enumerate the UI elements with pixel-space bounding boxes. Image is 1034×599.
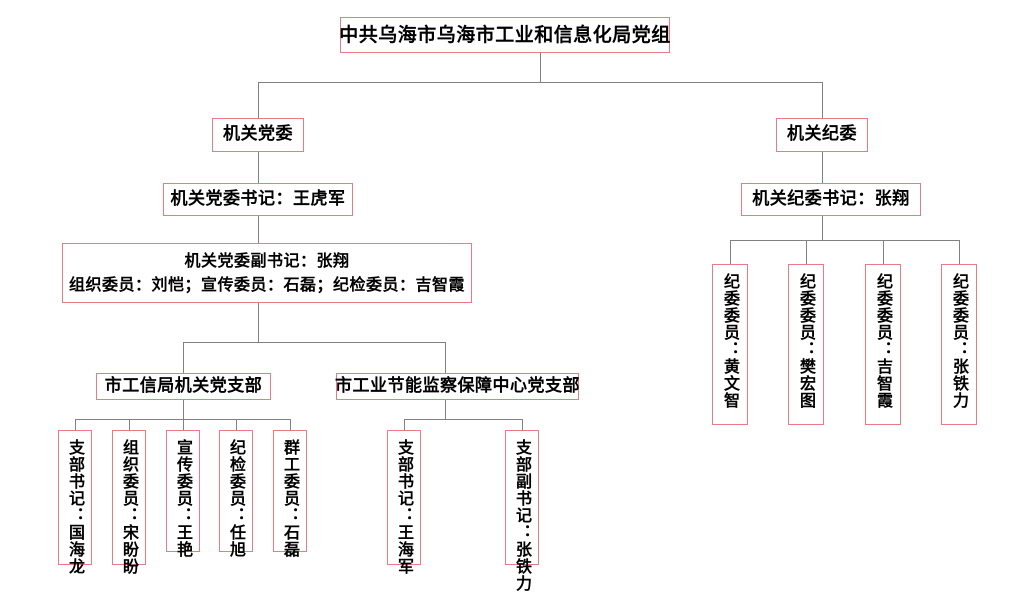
node-jieneng-member-2-label: 支部副书记：张铁力	[513, 439, 532, 592]
node-branch-jieneng[interactable]: 市工业节能监察保障中心党支部	[335, 373, 580, 400]
node-discipline-member-2[interactable]: 纪委委员：樊宏图	[788, 264, 824, 425]
node-party-secretary[interactable]: 机关党委书记：王虎军	[163, 183, 353, 216]
connector-discipline-child-3	[883, 240, 884, 264]
node-gongxin-member-1[interactable]: 支部书记：国海龙	[58, 430, 92, 575]
node-gongxin-member-2[interactable]: 组织委员：宋盼盼	[112, 430, 146, 575]
node-root-label: 中共乌海市乌海市工业和信息化局党组	[339, 23, 671, 46]
node-discipline-member-3-label: 纪委委员：吉智霞	[874, 273, 893, 409]
connector-discipline-committee-to-secretary	[822, 152, 823, 183]
connector-gongxin-child-2	[129, 419, 130, 430]
node-gongxin-member-5[interactable]: 群工委员：石磊	[273, 430, 307, 558]
connector-deputy-block-stem	[258, 303, 259, 342]
node-discipline-member-1[interactable]: 纪委委员：黄文智	[712, 264, 748, 425]
connector-secretary-to-deputy-block	[258, 216, 259, 243]
node-deputy-block[interactable]: 机关党委副书记：张翔 组织委员：刘恺；宣传委员：石磊；纪检委员：吉智霞	[62, 243, 472, 303]
connector-branch-bar	[183, 342, 445, 343]
node-branch-gongxin[interactable]: 市工信局机关党支部	[96, 373, 271, 400]
connector-root-bar	[258, 82, 823, 83]
node-party-committee[interactable]: 机关党委	[212, 118, 304, 152]
node-discipline-member-2-label: 纪委委员：樊宏图	[797, 273, 816, 409]
node-jieneng-member-2[interactable]: 支部副书记：张铁力	[505, 430, 539, 592]
connector-jieneng-bar	[404, 419, 522, 420]
connector-jieneng-child-1	[404, 419, 405, 430]
node-discipline-secretary[interactable]: 机关纪委书记：张翔	[741, 183, 921, 216]
connector-gongxin-child-1	[75, 419, 76, 430]
node-branch-gongxin-label: 市工信局机关党支部	[104, 375, 263, 396]
node-jieneng-member-1-label: 支部书记：王海军	[395, 439, 414, 575]
node-discipline-member-3[interactable]: 纪委委员：吉智霞	[865, 264, 901, 425]
connector-to-branch-jieneng	[445, 342, 446, 373]
connector-gongxin-child-4	[236, 419, 237, 430]
connector-discipline-child-4	[959, 240, 960, 264]
node-gongxin-member-3[interactable]: 宣传委员：王艳	[166, 430, 200, 558]
connector-to-discipline-committee	[822, 82, 823, 118]
connector-gongxin-child-5	[290, 419, 291, 430]
node-gongxin-member-4[interactable]: 纪检委员：任旭	[219, 430, 253, 558]
connector-party-committee-to-secretary	[258, 152, 259, 183]
node-jieneng-member-1[interactable]: 支部书记：王海军	[387, 430, 421, 575]
node-root[interactable]: 中共乌海市乌海市工业和信息化局党组	[339, 17, 671, 53]
node-discipline-member-1-label: 纪委委员：黄文智	[721, 273, 740, 409]
connector-gongxin-bar	[75, 419, 290, 420]
node-branch-jieneng-label: 市工业节能监察保障中心党支部	[335, 375, 580, 396]
node-discipline-committee-label: 机关纪委	[787, 124, 857, 145]
connector-to-branch-gongxin	[183, 342, 184, 373]
node-discipline-committee[interactable]: 机关纪委	[776, 118, 868, 152]
connector-gongxin-child-3	[183, 419, 184, 430]
node-discipline-secretary-label: 机关纪委书记：张翔	[752, 188, 910, 209]
node-deputy-secretary-line: 机关党委副书记：张翔	[184, 251, 350, 270]
node-party-secretary-label: 机关党委书记：王虎军	[170, 188, 346, 209]
connector-jieneng-stem	[445, 400, 446, 419]
node-committee-members-line: 组织委员：刘恺；宣传委员：石磊；纪检委员：吉智霞	[69, 275, 466, 294]
node-discipline-member-4[interactable]: 纪委委员：张铁力	[941, 264, 977, 425]
node-discipline-member-4-label: 纪委委员：张铁力	[950, 273, 969, 409]
connector-root-stem	[540, 53, 541, 82]
connector-to-party-committee	[258, 82, 259, 118]
connector-jieneng-child-2	[522, 419, 523, 430]
connector-discipline-secretary-stem	[822, 216, 823, 240]
node-gongxin-member-5-label: 群工委员：石磊	[281, 439, 300, 558]
connector-discipline-bar	[730, 240, 959, 241]
connector-discipline-child-2	[806, 240, 807, 264]
node-party-committee-label: 机关党委	[223, 124, 293, 145]
node-gongxin-member-2-label: 组织委员：宋盼盼	[120, 439, 139, 575]
connector-discipline-child-1	[730, 240, 731, 264]
node-gongxin-member-3-label: 宣传委员：王艳	[174, 439, 193, 558]
connector-gongxin-stem	[183, 400, 184, 419]
node-gongxin-member-1-label: 支部书记：国海龙	[66, 439, 85, 575]
node-gongxin-member-4-label: 纪检委员：任旭	[227, 439, 246, 558]
